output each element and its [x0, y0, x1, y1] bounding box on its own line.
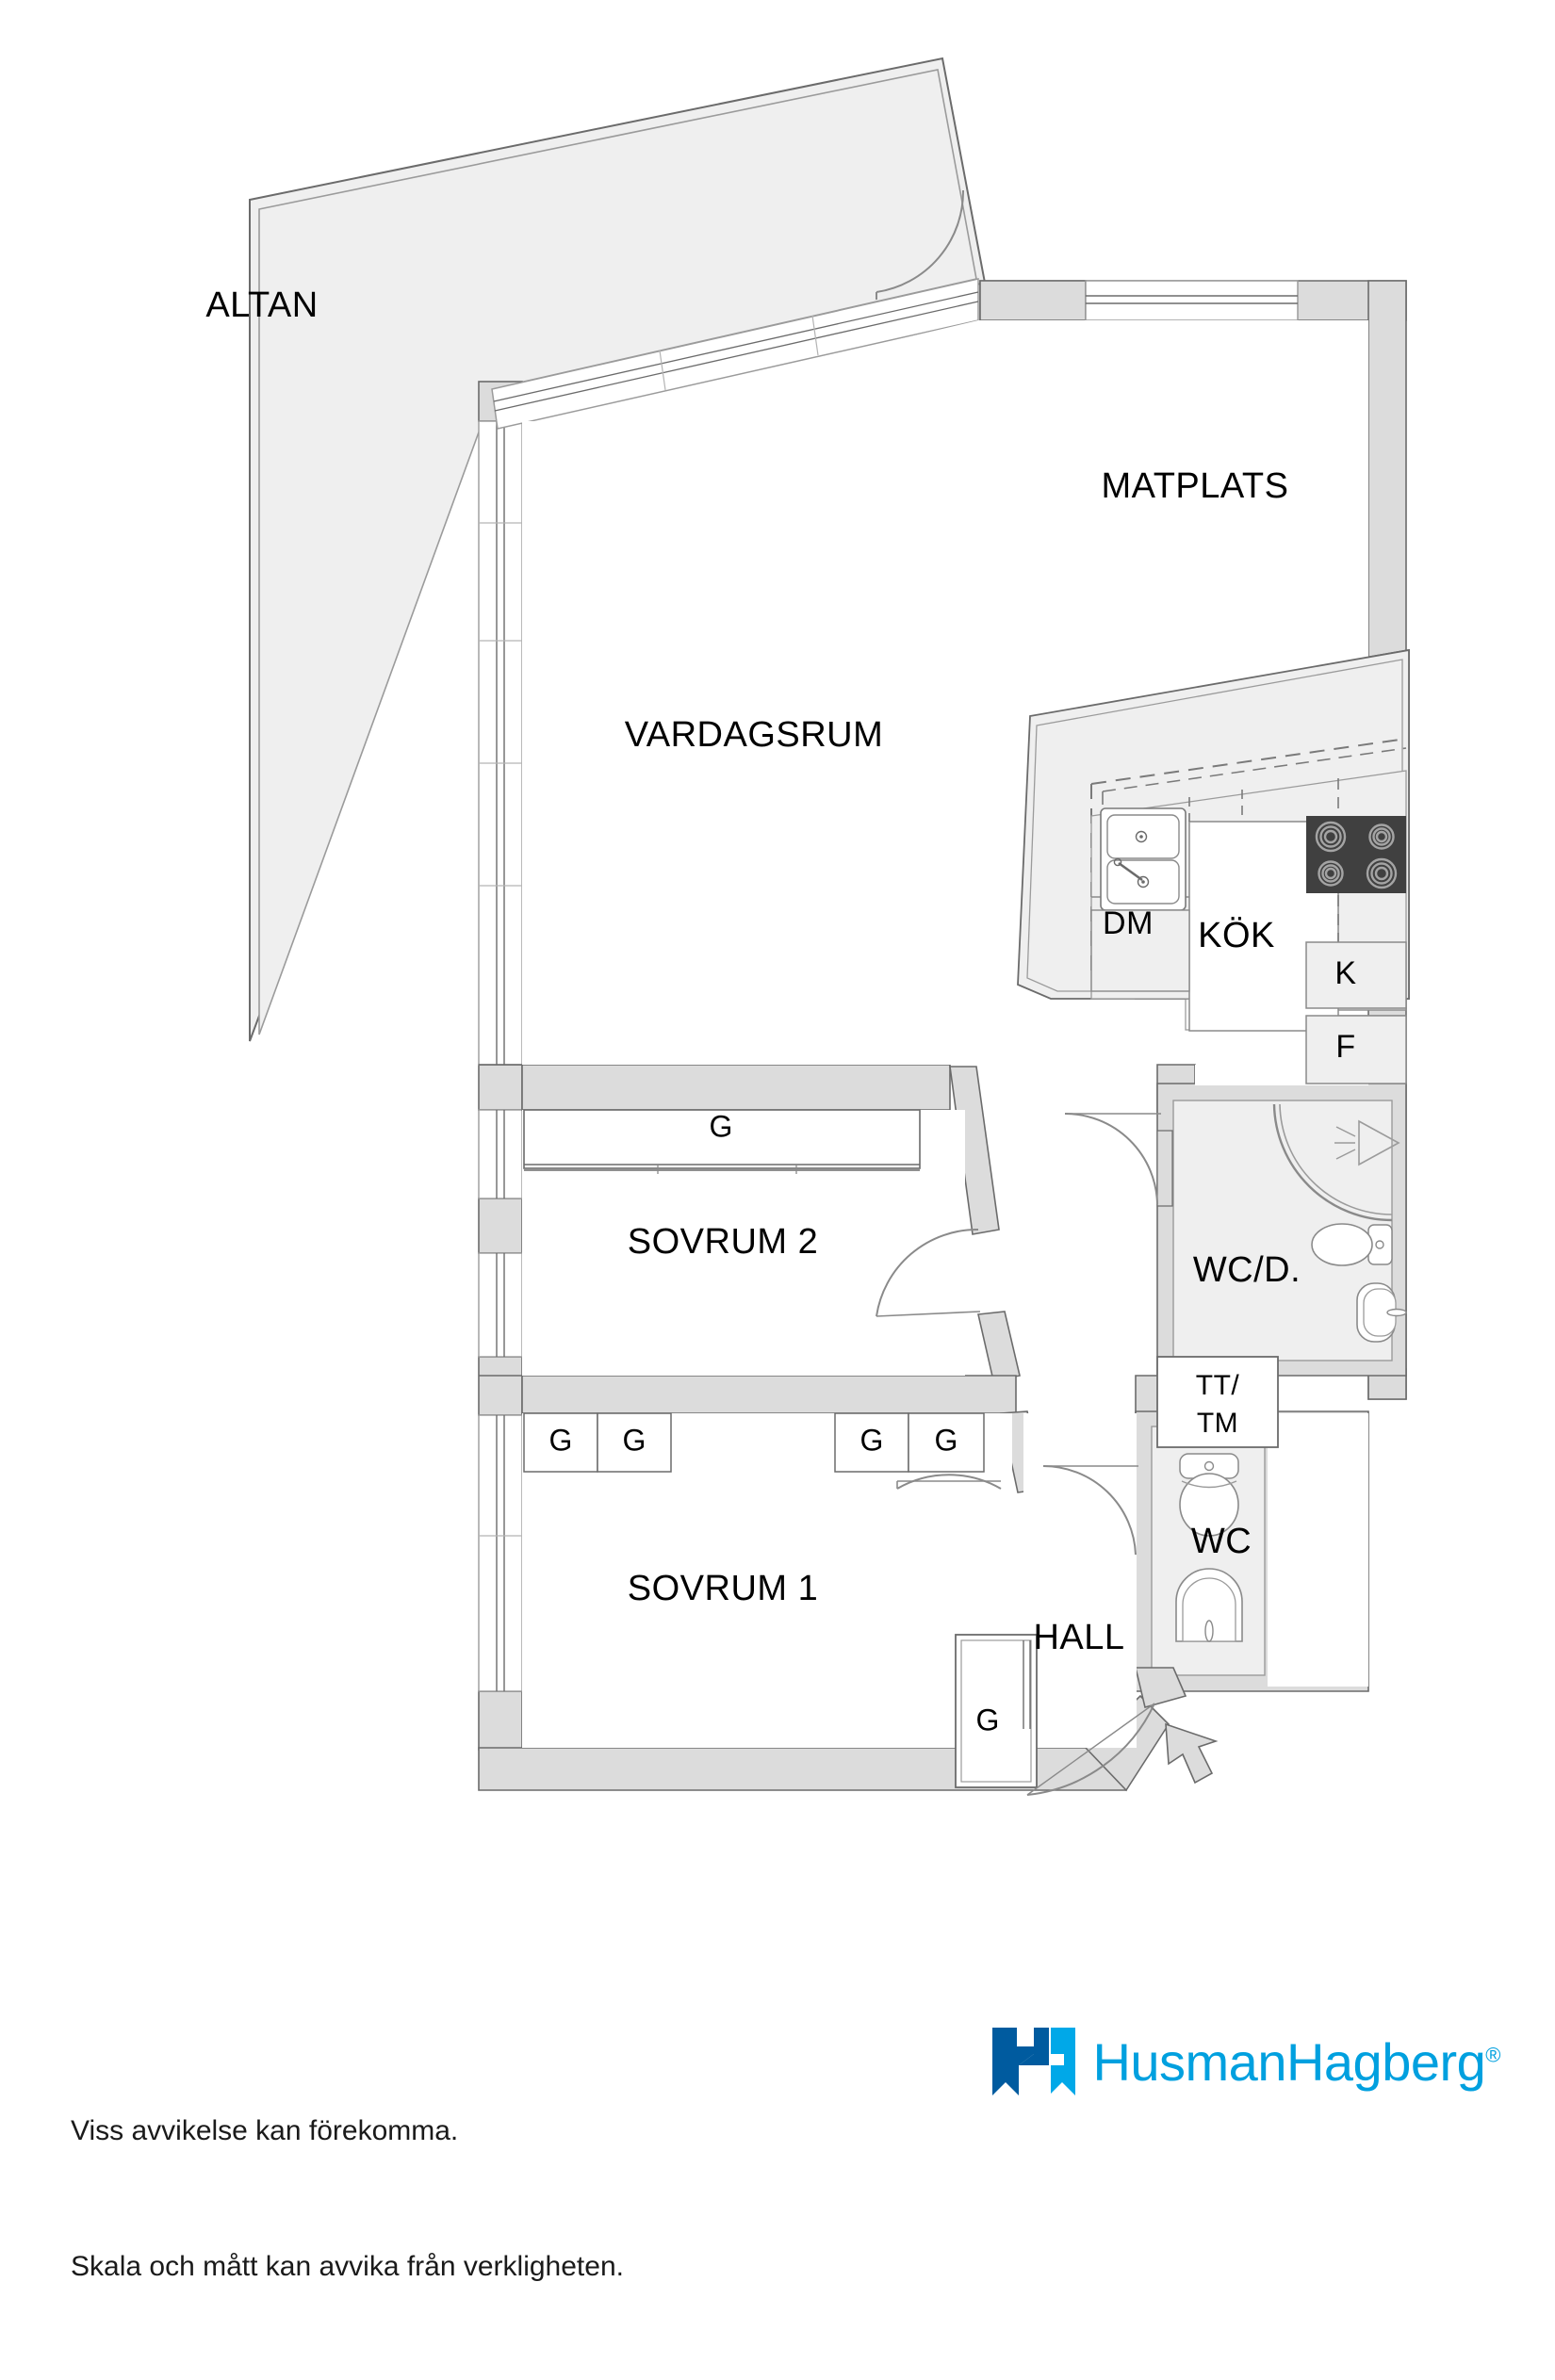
room-label-k: K	[1334, 955, 1356, 991]
door-swing-entrance	[1026, 1703, 1155, 1796]
room-label-tt: TT/	[1196, 1370, 1240, 1401]
dining-window	[1085, 280, 1299, 321]
room-label-altan: ALTAN	[205, 285, 318, 325]
shower-icon	[1272, 1103, 1393, 1222]
floor-plan-canvas: ALTAN MATPLATS VARDAGSRUM KÖK DM K F SOV…	[205, 57, 1410, 1796]
closet-3	[834, 1412, 909, 1473]
registered-trademark-symbol: ®	[1485, 2042, 1500, 2066]
wardrobe-label-5: G	[935, 1423, 958, 1457]
door-swing-wcd	[1064, 1113, 1158, 1205]
wardrobe-labels: G G G G G G	[549, 1109, 1000, 1736]
footer: Viss avvikelse kan förekomma. Skala och …	[0, 1997, 1555, 2282]
door-swings	[876, 1113, 1161, 1796]
husmanhagberg-logo-mark	[992, 2028, 1076, 2095]
wardrobe-label-4: G	[860, 1423, 884, 1457]
disclaimer-line-2: Skala och mått kan avvika från verklighe…	[71, 2251, 624, 2282]
closet-4	[908, 1412, 985, 1473]
logo-word-text: HusmanHagberg	[1092, 2031, 1486, 2092]
toilet-icon-wcd	[1311, 1223, 1393, 1266]
room-label-sovrum1: SOVRUM 1	[628, 1569, 818, 1608]
room-label-hall: HALL	[1033, 1618, 1124, 1657]
toilet-icon-wc	[1179, 1453, 1239, 1537]
room-label-f: F	[1335, 1029, 1355, 1065]
husmanhagberg-wordmark: HusmanHagberg®	[1092, 2031, 1500, 2093]
disclaimer-line-1: Viss avvikelse kan förekomma.	[71, 2115, 459, 2146]
wardrobe-label-6: G	[976, 1703, 1000, 1736]
wc-fixtures	[1175, 1453, 1243, 1642]
floor-plan-drawing: ALTAN MATPLATS VARDAGSRUM KÖK DM K F SOV…	[205, 57, 1410, 1796]
washbasin-icon-wcd	[1356, 1282, 1407, 1343]
wardrobe-label-1: G	[710, 1109, 733, 1143]
disclaimer-text: Viss avvikelse kan förekomma. Skala och …	[71, 2018, 624, 2380]
door-swing-wc	[1042, 1464, 1137, 1556]
terrace-door-swing	[876, 189, 965, 293]
closet-2	[597, 1412, 672, 1473]
room-labels: ALTAN MATPLATS VARDAGSRUM KÖK DM K F SOV…	[205, 285, 1356, 1657]
closet-1	[523, 1412, 598, 1473]
room-label-vardagsrum: VARDAGSRUM	[625, 715, 884, 755]
room-label-sovrum2: SOVRUM 2	[628, 1222, 818, 1262]
room-label-wc: WC	[1191, 1522, 1252, 1561]
room-label-tm: TM	[1197, 1408, 1238, 1439]
door-swing-sovrum2	[876, 1228, 979, 1317]
room-label-kok: KÖK	[1198, 916, 1275, 955]
stove-icon-fg	[1306, 816, 1406, 893]
wardrobe-label-3: G	[623, 1423, 647, 1457]
room-label-dm: DM	[1103, 905, 1154, 941]
husmanhagberg-logo: HusmanHagberg®	[990, 2026, 1500, 2097]
door-swing-sovrum1	[896, 1474, 1002, 1490]
closet-sovrum2-top	[523, 1109, 921, 1169]
laundry-appliance-box	[1156, 1356, 1279, 1448]
entrance-direction-arrow	[1165, 1722, 1219, 1785]
kitchen-sink-icon-fg	[1100, 807, 1187, 911]
kitchen-zone-fg	[1017, 648, 1410, 1084]
living-room-glazed-wall	[478, 381, 523, 1751]
washbasin-icon-wc	[1175, 1568, 1243, 1642]
room-label-wcd: WC/D.	[1193, 1250, 1301, 1290]
wardrobe-label-2: G	[549, 1423, 573, 1457]
room-label-matplats: MATPLATS	[1102, 466, 1289, 506]
wardrobe-closets	[523, 1109, 1038, 1788]
wcd-fixtures	[1272, 1103, 1407, 1343]
